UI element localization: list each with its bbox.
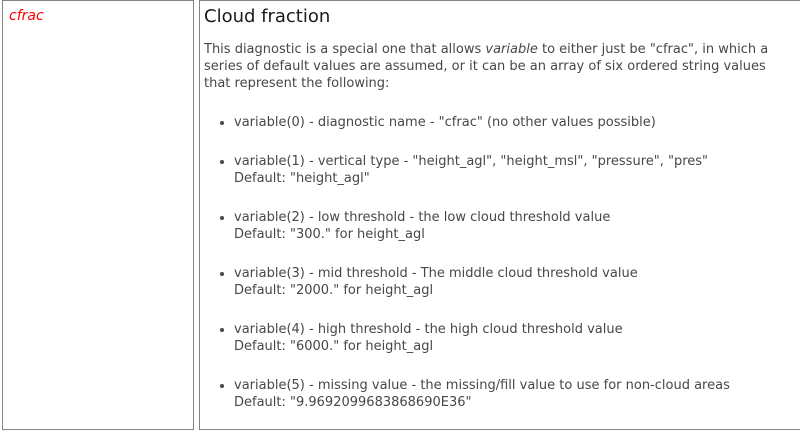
list-item: variable(2) - low threshold - the low cl… bbox=[234, 209, 800, 243]
list-item-text: variable(1) - vertical type - "height_ag… bbox=[234, 154, 709, 169]
list-item-default: Default: "6000." for height_agl bbox=[234, 339, 434, 354]
intro-text-before: This diagnostic is a special one that al… bbox=[204, 42, 486, 57]
term-cell: cfrac bbox=[2, 0, 194, 430]
list-item-default: Default: "9.9692099683868690E36" bbox=[234, 395, 472, 410]
list-item-default: Default: "height_agl" bbox=[234, 171, 370, 186]
list-item-default: Default: "300." for height_agl bbox=[234, 227, 425, 242]
term-label: cfrac bbox=[9, 8, 44, 24]
list-item: variable(3) - mid threshold - The middle… bbox=[234, 265, 800, 299]
list-item-text: variable(3) - mid threshold - The middle… bbox=[234, 266, 638, 281]
list-item-text: variable(2) - low threshold - the low cl… bbox=[234, 210, 611, 225]
list-item-text: variable(5) - missing value - the missin… bbox=[234, 378, 730, 393]
list-item: variable(5) - missing value - the missin… bbox=[234, 377, 800, 411]
list-item-text: variable(0) - diagnostic name - "cfrac" … bbox=[234, 115, 656, 130]
intro-paragraph: This diagnostic is a special one that al… bbox=[204, 41, 792, 92]
intro-variable-emphasis: variable bbox=[485, 42, 538, 57]
variable-list: variable(0) - diagnostic name - "cfrac" … bbox=[204, 114, 800, 411]
section-title: Cloud fraction bbox=[204, 6, 331, 27]
list-item-default: Default: "2000." for height_agl bbox=[234, 283, 434, 298]
list-item: variable(0) - diagnostic name - "cfrac" … bbox=[234, 114, 800, 131]
list-item: variable(4) - high threshold - the high … bbox=[234, 321, 800, 355]
list-item: variable(1) - vertical type - "height_ag… bbox=[234, 153, 800, 187]
description-cell: Cloud fraction This diagnostic is a spec… bbox=[199, 0, 800, 430]
list-item-text: variable(4) - high threshold - the high … bbox=[234, 322, 623, 337]
intro-text-after: to either just be "cfrac", in which a se… bbox=[204, 42, 769, 91]
